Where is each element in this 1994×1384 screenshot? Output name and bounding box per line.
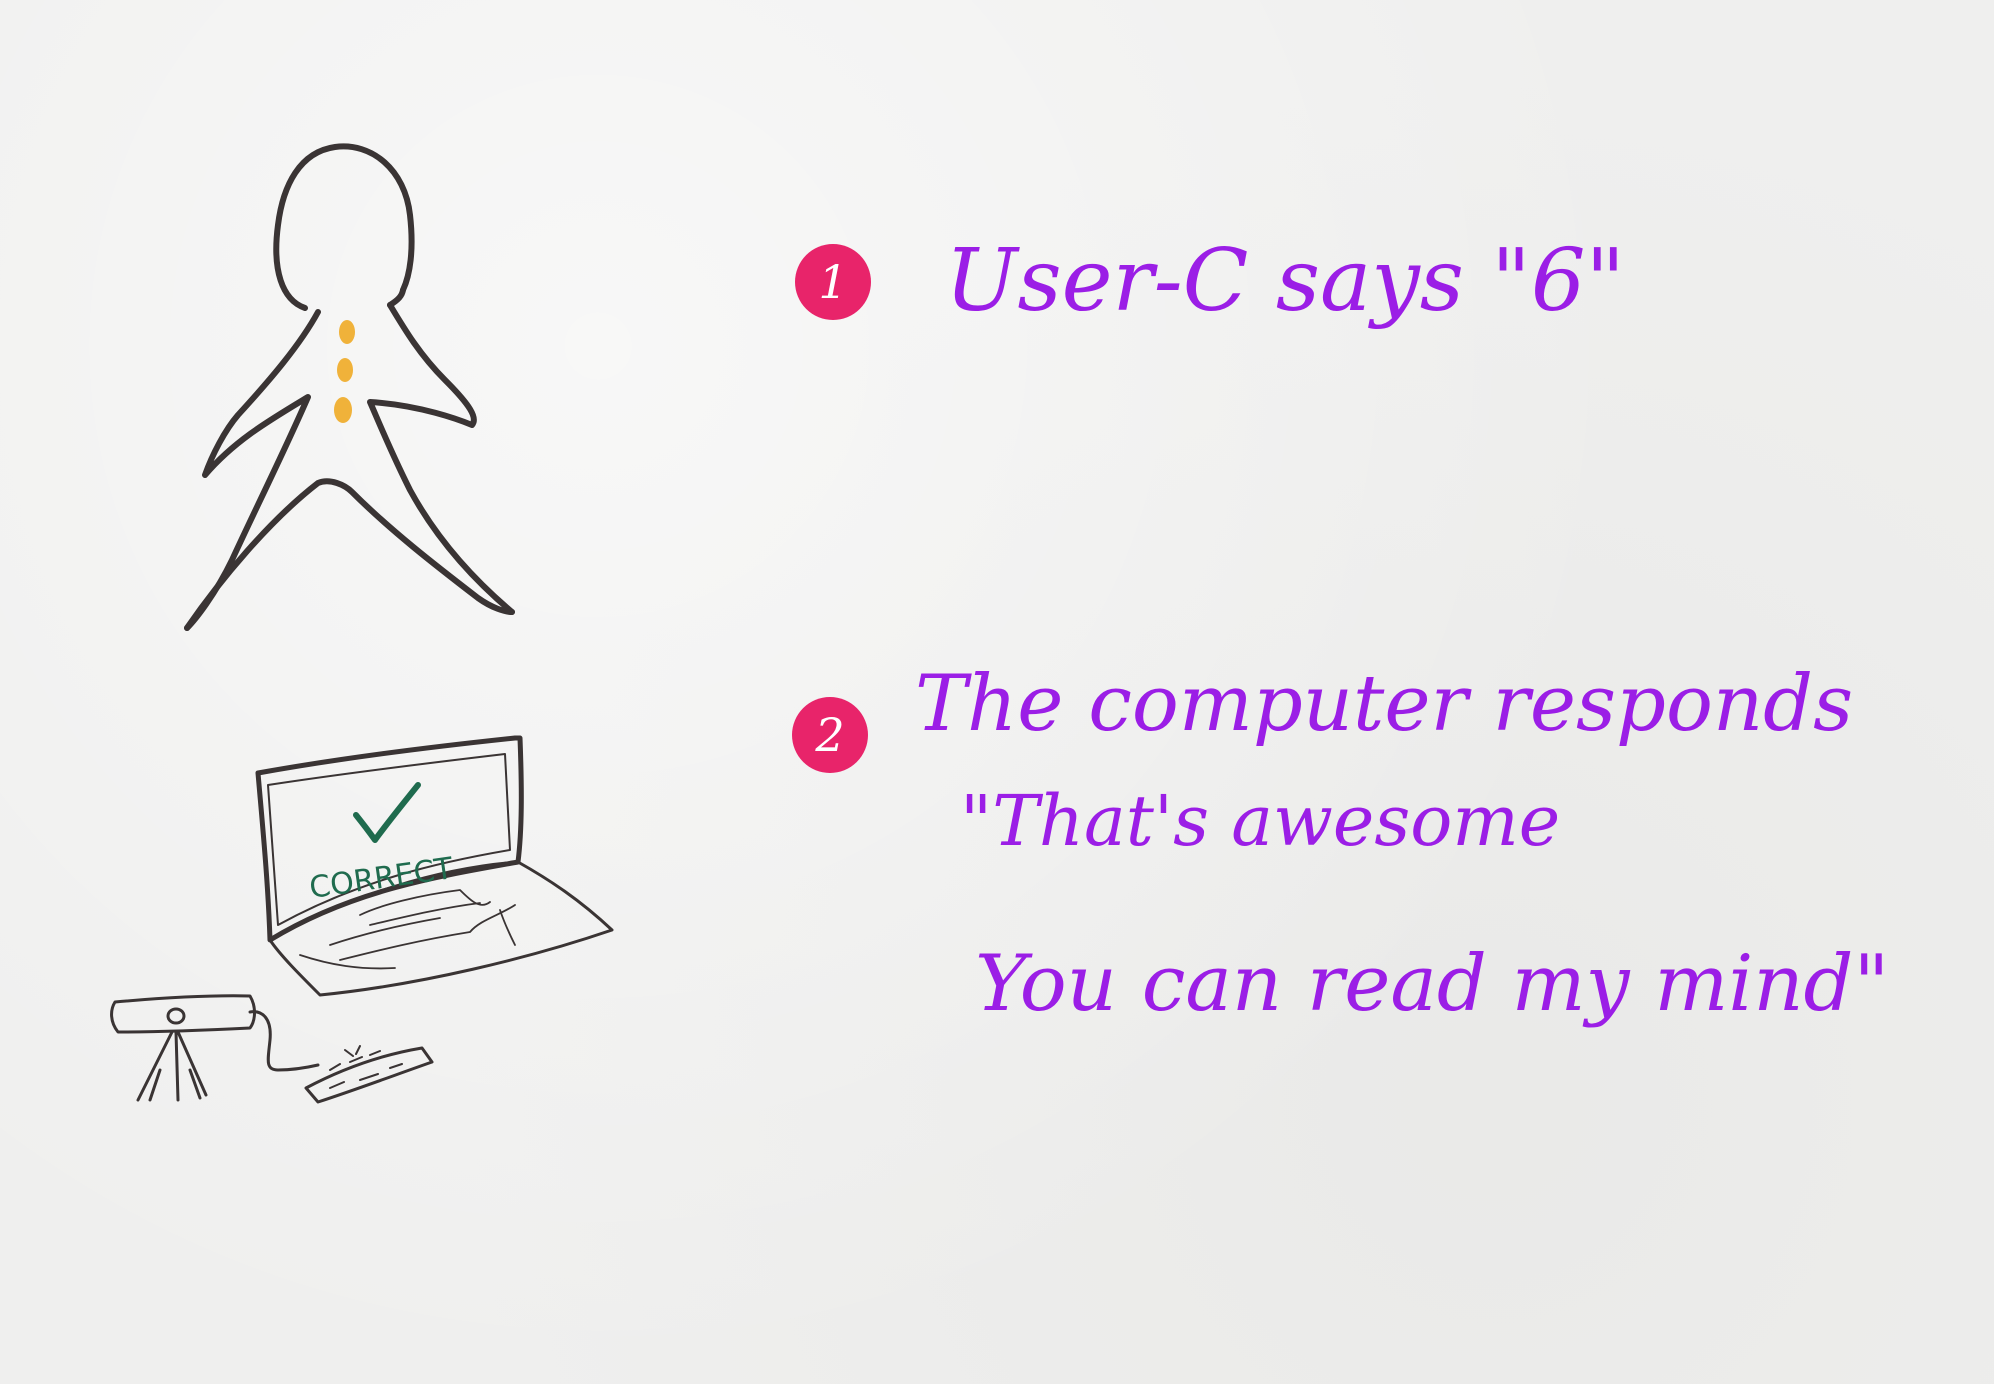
laptop bbox=[255, 735, 614, 997]
person-right-body bbox=[367, 302, 515, 615]
step-2-line-2: "That's awesome bbox=[960, 780, 1560, 862]
laptop-screen-bezel bbox=[267, 753, 511, 926]
person-neck bbox=[387, 287, 406, 308]
laptop-keyboard bbox=[299, 889, 516, 970]
tripod-legs bbox=[136, 1030, 208, 1102]
step-1-text: User-C says "6" bbox=[945, 231, 1625, 331]
cable bbox=[248, 1010, 320, 1072]
person-head bbox=[273, 143, 415, 311]
step-2-number: 2 bbox=[814, 708, 844, 762]
step-2-line-3: You can read my mind" bbox=[975, 939, 1889, 1029]
screen-correct-label: CORRECT bbox=[307, 851, 456, 906]
person-left-body bbox=[184, 309, 321, 631]
step-1-number: 1 bbox=[818, 255, 847, 309]
camera-tripod bbox=[110, 994, 256, 1102]
sensor-dot bbox=[334, 397, 352, 423]
board-outline bbox=[304, 1046, 434, 1104]
laptop-base bbox=[268, 860, 614, 997]
step-1: 1 User-C says "6" bbox=[795, 231, 1625, 331]
circuit-board bbox=[304, 1045, 434, 1104]
step-1-badge bbox=[795, 244, 871, 320]
laptop-trackpad bbox=[499, 909, 516, 946]
step-2: 2 The computer responds "That's awesome … bbox=[792, 659, 1889, 1029]
board-components bbox=[329, 1045, 403, 1089]
camera-body bbox=[110, 994, 256, 1034]
step-2-line-1: The computer responds bbox=[915, 659, 1853, 749]
sensor-dot bbox=[339, 320, 355, 344]
sensor-dot bbox=[337, 358, 353, 382]
person-left-leg bbox=[184, 478, 515, 631]
person-figure bbox=[184, 143, 515, 631]
step-2-badge bbox=[792, 697, 868, 773]
camera-lens bbox=[166, 1007, 186, 1025]
check-icon bbox=[353, 782, 421, 843]
eeg-sensor-dots bbox=[334, 320, 355, 423]
